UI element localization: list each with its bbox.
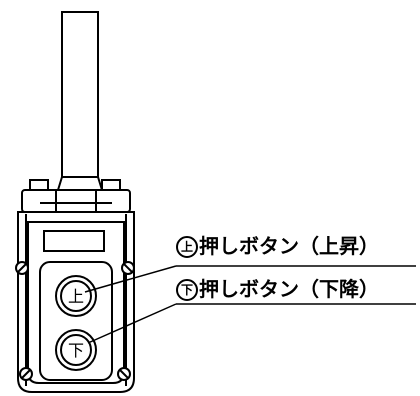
up-button-label: 押しボタン（上昇） xyxy=(199,234,379,258)
leader-line-up xyxy=(84,265,177,293)
screw-bottom-left xyxy=(19,367,33,381)
up-button-glyph: 上 xyxy=(68,287,84,306)
screw-bottom-right xyxy=(117,367,131,381)
screw-top-right xyxy=(121,261,135,275)
up-button-callout: 上押しボタン（上昇） xyxy=(176,234,379,258)
screw-top-left xyxy=(15,261,29,275)
down-button xyxy=(55,329,97,371)
cable xyxy=(57,11,103,191)
up-button xyxy=(55,275,97,317)
leader-line-down xyxy=(87,303,177,344)
down-marker: 下 xyxy=(176,279,198,301)
down-button-label: 押しボタン（下降） xyxy=(199,277,379,301)
down-button-callout: 下押しボタン（下降） xyxy=(176,277,379,301)
top-cap xyxy=(21,179,131,213)
down-button-glyph: 下 xyxy=(68,341,84,360)
name-plate xyxy=(43,230,105,252)
up-marker: 上 xyxy=(176,236,198,258)
